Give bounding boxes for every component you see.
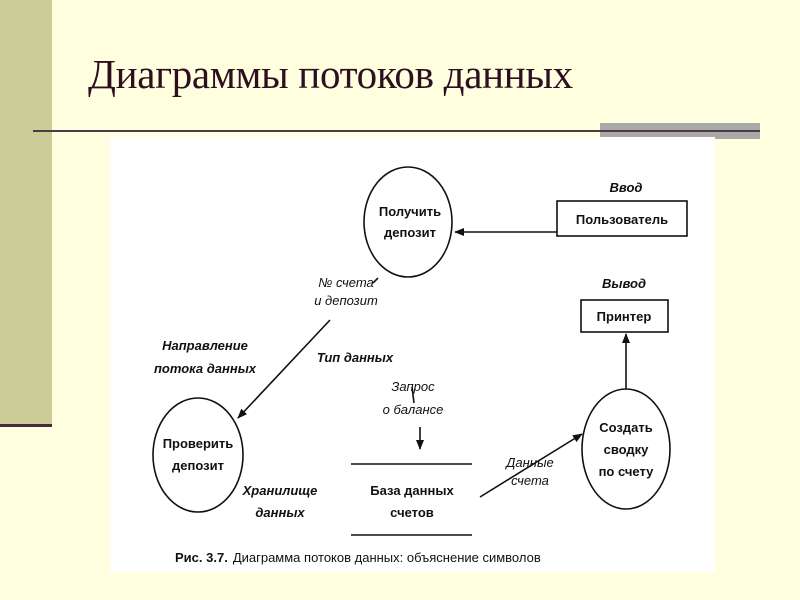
- datastore-label-1: База данных: [370, 483, 454, 498]
- flow-arrow-db-to-summary: [479, 433, 583, 498]
- process-check-label-2: депозит: [172, 458, 224, 473]
- flow-arrow-receive-to-check: [237, 319, 331, 419]
- slide-title: Диаграммы потоков данных: [88, 51, 573, 97]
- label-flow-direction-1: Направление: [162, 338, 248, 353]
- process-receive-label-2: депозит: [384, 225, 436, 240]
- entity-user-label: Пользователь: [576, 212, 668, 227]
- label-flow-direction-2: потока данных: [154, 361, 257, 376]
- flow-label-account-data-1: Данные: [504, 455, 554, 470]
- figure-caption: Рис. 3.7. Диаграмма потоков данных: объяс…: [175, 550, 541, 565]
- label-output: Вывод: [602, 276, 646, 291]
- entity-printer-label: Принтер: [597, 309, 652, 324]
- flow-label-query-1: Запрос: [391, 379, 435, 394]
- sidebar-bar: [0, 0, 52, 424]
- pointer-line: [372, 277, 379, 284]
- caption-text: Диаграмма потоков данных: объяснение сим…: [233, 550, 541, 565]
- process-summary-label-3: по счету: [599, 464, 655, 479]
- label-data-type: Тип данных: [317, 350, 394, 365]
- entity-printer-box: [580, 299, 669, 333]
- flow-label-account-1: № счета: [318, 275, 374, 290]
- datastore-label-2: счетов: [390, 505, 434, 520]
- sidebar-divider: [0, 424, 52, 427]
- label-input: Ввод: [610, 180, 643, 195]
- process-receive-label-1: Получить: [379, 204, 441, 219]
- flow-label-account-2: и депозит: [314, 293, 378, 308]
- label-data-store-2: данных: [255, 505, 305, 520]
- entity-user-box: [556, 200, 688, 237]
- label-data-store-1: Хранилище: [242, 483, 318, 498]
- process-check-label-1: Проверить: [163, 436, 234, 451]
- process-receive-deposit: [363, 166, 453, 278]
- process-summary-label-1: Создать: [599, 420, 652, 435]
- pointer-line-data-type: [411, 386, 415, 404]
- flow-label-query-2: о балансе: [383, 402, 444, 417]
- title-rule: [33, 130, 760, 132]
- process-summary-label-2: сводку: [604, 442, 650, 457]
- caption-number: Рис. 3.7.: [175, 550, 228, 565]
- diagram-figure: [110, 137, 715, 572]
- process-check-deposit: [152, 397, 244, 513]
- flow-label-account-data-2: счета: [511, 473, 549, 488]
